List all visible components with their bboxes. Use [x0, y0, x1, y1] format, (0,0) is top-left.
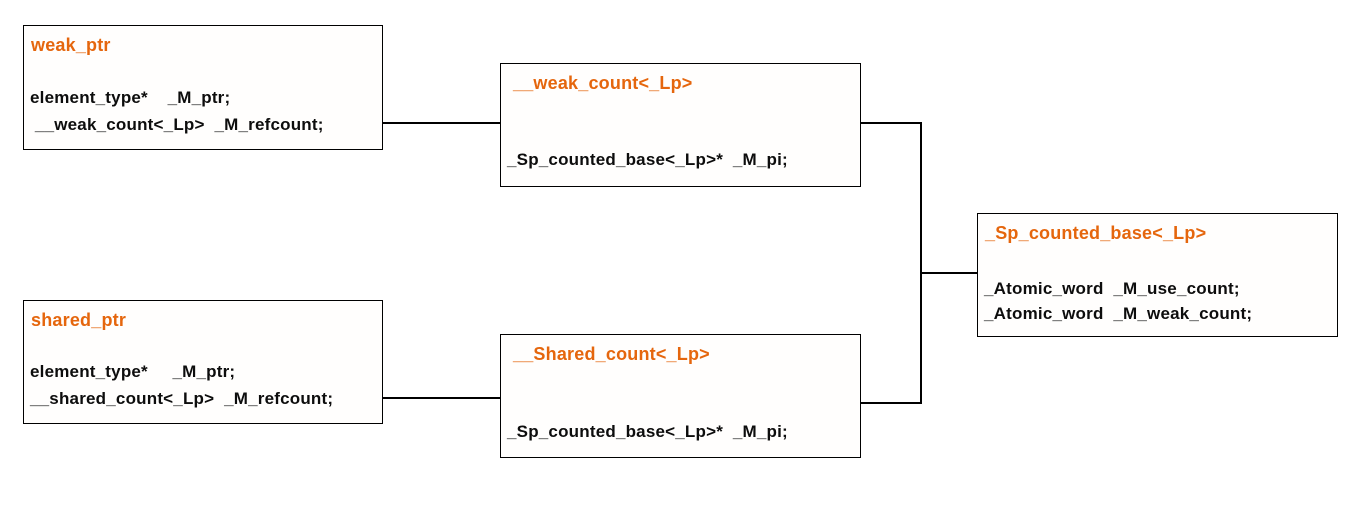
- member-weak-count-m-pi: _Sp_counted_base<_Lp>* _M_pi;: [507, 150, 788, 169]
- class-box-weak-count: __weak_count<_Lp> _Sp_counted_base<_Lp>*…: [500, 63, 861, 187]
- member-sp-counted-base-m-use-count: _Atomic_word _M_use_count;: [984, 279, 1240, 298]
- class-title-shared-count: __Shared_count<_Lp>: [513, 344, 710, 364]
- class-title-shared-ptr: shared_ptr: [31, 310, 127, 330]
- connector-sharedptr-to-sharedcount: [383, 397, 500, 399]
- class-box-sp-counted-base: _Sp_counted_base<_Lp> _Atomic_word _M_us…: [977, 213, 1338, 337]
- connector-vertical-bus: [920, 122, 922, 404]
- member-weak-ptr-m-refcount: __weak_count<_Lp> _M_refcount;: [30, 115, 324, 134]
- member-weak-ptr-m-ptr: element_type* _M_ptr;: [30, 88, 231, 107]
- member-sp-counted-base-m-weak-count: _Atomic_word _M_weak_count;: [984, 304, 1253, 323]
- class-title-weak-count: __weak_count<_Lp>: [513, 73, 693, 93]
- class-box-shared-count: __Shared_count<_Lp> _Sp_counted_base<_Lp…: [500, 334, 861, 458]
- class-title-sp-counted-base: _Sp_counted_base<_Lp>: [985, 223, 1207, 243]
- connector-weakptr-to-weakcount: [383, 122, 500, 124]
- connector-weakcount-stub: [861, 122, 921, 124]
- member-shared-ptr-m-refcount: __shared_count<_Lp> _M_refcount;: [30, 389, 334, 408]
- member-shared-ptr-m-ptr: element_type* _M_ptr;: [30, 362, 236, 381]
- class-title-weak-ptr: weak_ptr: [31, 35, 111, 55]
- connector-sharedcount-stub: [861, 402, 921, 404]
- connector-to-spcountedbase: [921, 272, 978, 274]
- class-box-weak-ptr: weak_ptr element_type* _M_ptr; __weak_co…: [23, 25, 383, 150]
- class-box-shared-ptr: shared_ptr element_type* _M_ptr; __share…: [23, 300, 383, 424]
- member-shared-count-m-pi: _Sp_counted_base<_Lp>* _M_pi;: [507, 422, 788, 441]
